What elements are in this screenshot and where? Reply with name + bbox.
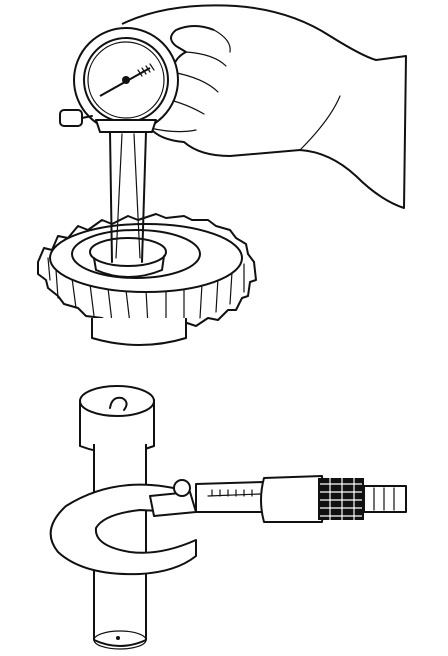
shaft-head-hole bbox=[109, 396, 128, 411]
sleeve-index-line bbox=[207, 493, 261, 497]
finger-line-4 bbox=[149, 127, 197, 133]
shaft-center-hole bbox=[116, 636, 120, 640]
gauge-rod-inner-left bbox=[115, 133, 123, 259]
gauge-side-knob bbox=[59, 109, 83, 127]
thumb-crease bbox=[213, 29, 231, 53]
finger-line-1 bbox=[185, 51, 227, 67]
micrometer-ratchet bbox=[363, 485, 407, 513]
shaft-head-top bbox=[79, 385, 155, 417]
gauge-rod-left bbox=[109, 131, 113, 263]
micrometer-anvil-block bbox=[149, 491, 197, 517]
gear-lower-hub bbox=[91, 318, 187, 346]
gear-tooth-lines bbox=[47, 257, 245, 327]
ratchet-lines bbox=[373, 487, 395, 511]
gauge-neck bbox=[95, 119, 157, 133]
sleeve-graduations bbox=[211, 489, 253, 497]
palm-crease bbox=[299, 95, 341, 151]
dial-ticks bbox=[137, 63, 155, 77]
micrometer-lock-knob bbox=[173, 479, 191, 497]
micrometer-thimble bbox=[260, 475, 324, 523]
gear bbox=[37, 213, 257, 346]
dial-bore-gauge bbox=[59, 27, 179, 263]
knurl-pattern bbox=[320, 478, 362, 520]
gear-bore-inner-wall bbox=[93, 255, 165, 278]
micrometer-sleeve bbox=[195, 481, 265, 513]
gauge-rod-inner-right bbox=[133, 133, 141, 259]
shaft-end bbox=[93, 630, 147, 650]
micrometer bbox=[49, 475, 407, 576]
gear-bore bbox=[89, 237, 167, 267]
dial-scale-ring bbox=[87, 41, 165, 119]
gauge-knob-stem bbox=[81, 115, 93, 119]
gauge-rod-right bbox=[141, 131, 147, 263]
micrometer-knurl bbox=[318, 478, 364, 520]
hand bbox=[121, 4, 407, 209]
dial-needle-hub bbox=[122, 76, 130, 84]
